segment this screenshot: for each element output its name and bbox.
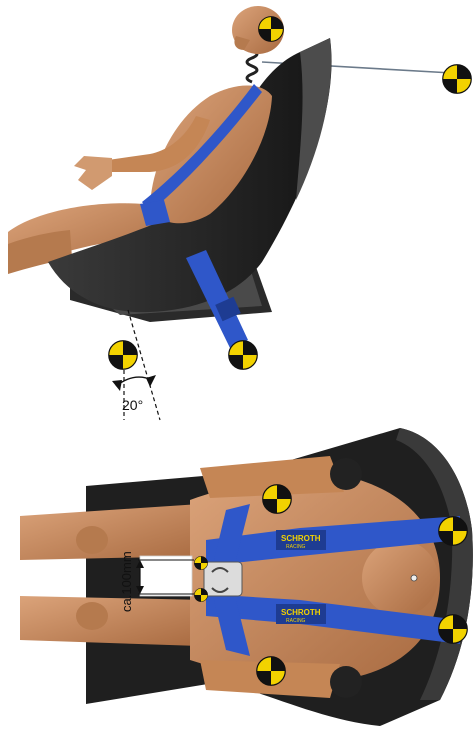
crash-test-target-icon [439,615,468,644]
measure-box [140,556,192,596]
crash-test-target-icon [229,341,258,370]
neck-spring [247,50,257,82]
top-view: SCHROTH RACING SCHROTH RACING ca.100mm [20,428,473,726]
dummy-leg-lower [20,596,206,646]
crash-test-target-icon [194,588,207,601]
gap-label: ca.100mm [119,551,134,612]
crash-test-target-icon [439,517,468,546]
crash-test-target-icon [443,65,472,94]
brand-sub-upper: RACING [286,544,306,550]
dummy-leg-upper [20,504,206,560]
dummy-hand [74,156,112,190]
side-view: 20° [8,6,471,420]
crash-test-target-icon [259,17,284,42]
crash-test-target-icon [257,657,286,686]
angle-label: 20° [122,397,143,413]
brand-sub-lower: RACING [286,618,306,624]
crash-test-target-icon [263,485,292,514]
brand-label-lower: SCHROTH [281,608,321,617]
crash-test-target-icon [194,556,207,569]
crash-test-target-icon [109,341,138,370]
dummy-head-top [362,540,438,616]
brand-label-upper: SCHROTH [281,534,321,543]
